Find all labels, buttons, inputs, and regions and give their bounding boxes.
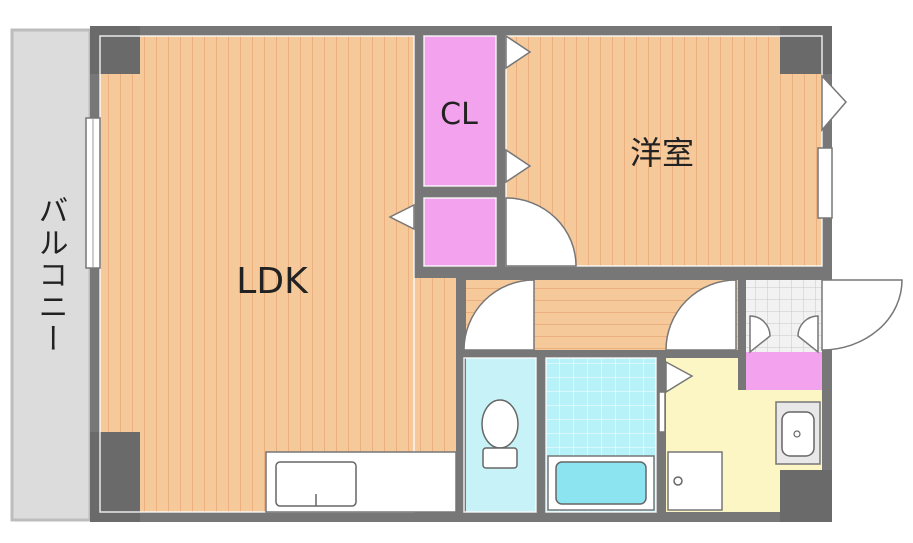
closet-lower	[424, 198, 496, 266]
western-room-label: 洋室	[630, 134, 694, 172]
side-window	[821, 74, 848, 133]
ldk-floor	[100, 36, 414, 512]
kitchen-counter-icon	[265, 451, 457, 513]
western-room-window	[817, 147, 833, 219]
entrance-door	[821, 279, 903, 351]
shoe-storage	[746, 352, 822, 390]
washroom-door	[665, 279, 737, 351]
balcony-label: バルコニー	[33, 195, 68, 355]
wash-basin-icon	[775, 401, 821, 465]
ldk-label: LDK	[236, 261, 309, 302]
bathroom-door	[658, 360, 694, 433]
closet-doors	[388, 34, 532, 231]
washing-machine-icon	[667, 451, 723, 511]
closet-label: CL	[440, 97, 478, 132]
balcony: バルコニー	[10, 28, 92, 522]
shoe-storage-doors	[749, 315, 819, 354]
toilet-icon	[481, 399, 519, 469]
western-room-door	[505, 197, 577, 267]
closet	[424, 36, 496, 186]
structural-columns	[90, 26, 832, 522]
balcony-window	[85, 117, 101, 269]
toilet-door	[463, 279, 535, 351]
bathtub-icon	[547, 455, 655, 511]
